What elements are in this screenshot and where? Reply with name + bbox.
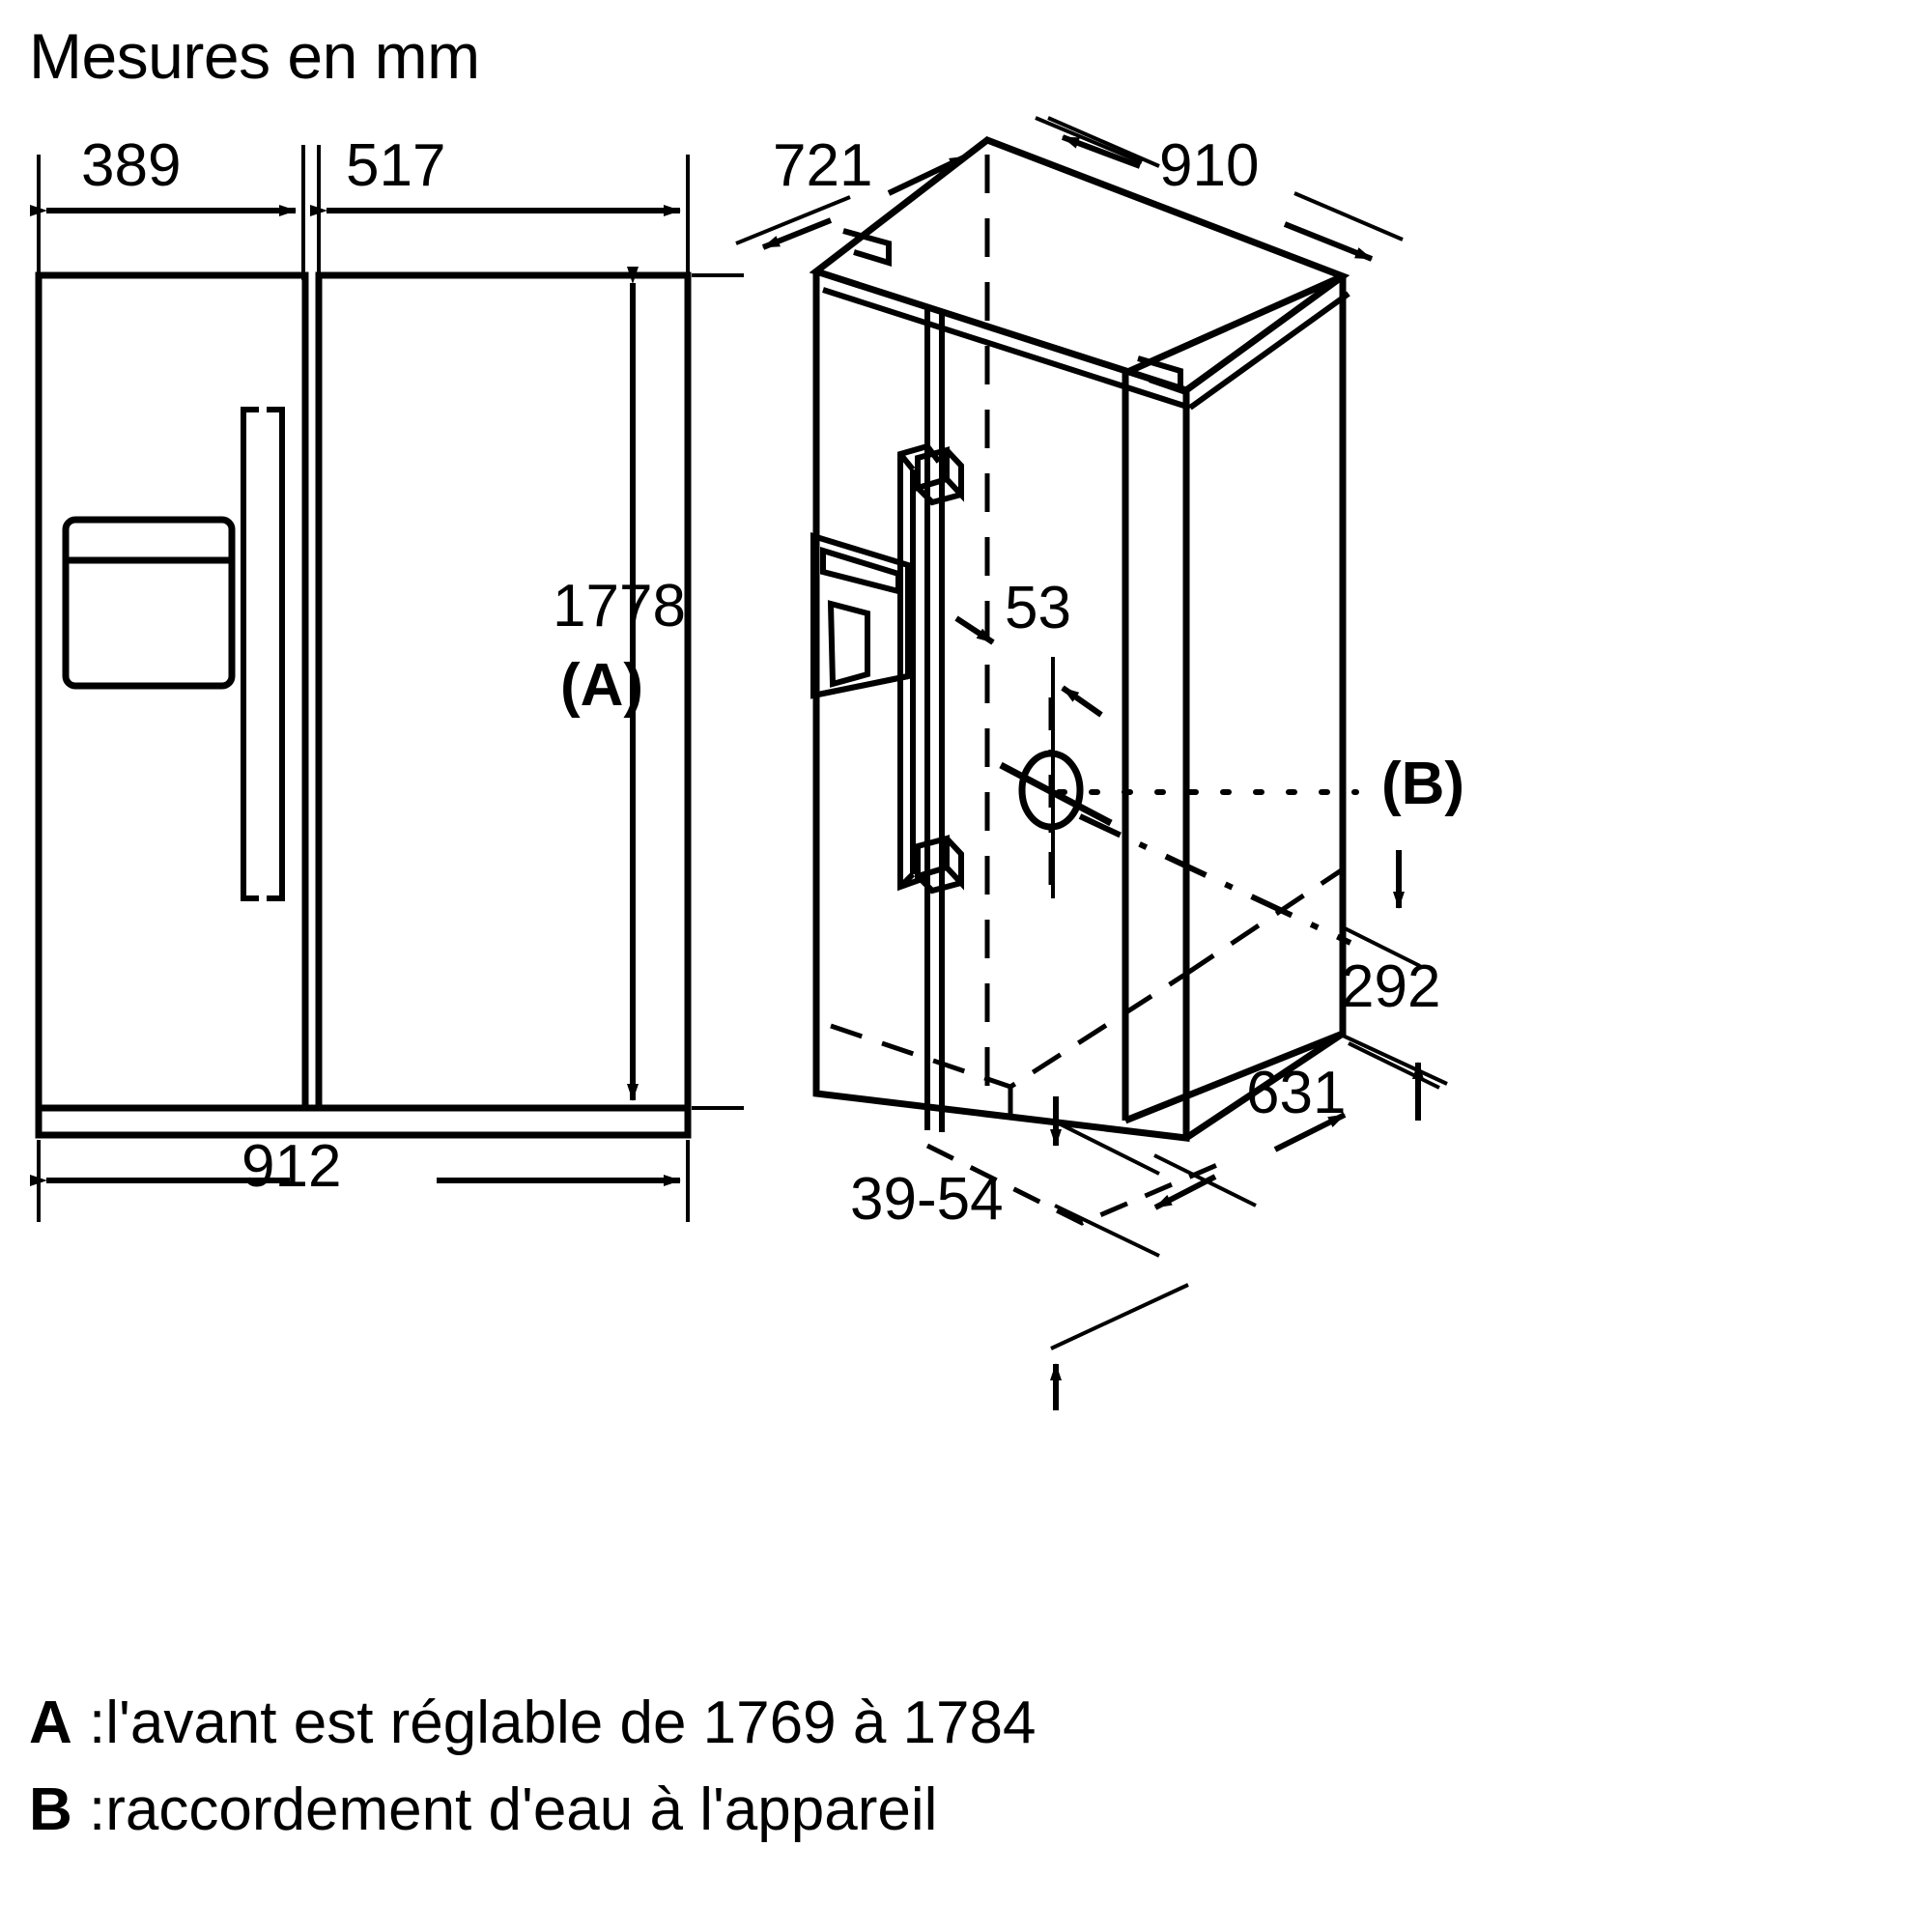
dim-label-910: 910 xyxy=(1159,132,1260,199)
front-handle-right xyxy=(267,407,285,901)
iso-right-face xyxy=(1122,276,1347,1141)
iso-hinge-notch-right xyxy=(1137,355,1183,395)
page-title: Mesures en mm xyxy=(29,20,480,92)
dim-label-517: 517 xyxy=(346,132,446,199)
iso-door-division xyxy=(924,307,945,1132)
iso-top-lip xyxy=(815,269,1350,411)
iso-handle-mount-bottom xyxy=(915,835,964,895)
dim-631-line xyxy=(1153,1112,1347,1210)
front-dispenser xyxy=(62,516,236,690)
iso-front-left-face xyxy=(812,271,1190,1142)
dim-label-1778-ref: (A) xyxy=(560,652,644,719)
dim-3954-witness xyxy=(1052,1119,1160,1258)
dim-53-line-a xyxy=(954,615,995,645)
dim-label-389: 389 xyxy=(81,132,182,199)
dim-label-1778: 1778 xyxy=(553,573,686,639)
front-plinth xyxy=(35,1104,692,1139)
legend-text-b: :raccordement d'eau à l'appareil xyxy=(89,1776,938,1843)
legend-key-b: B xyxy=(29,1776,72,1843)
water-connection-chain-oblique xyxy=(1078,813,1352,946)
dim-label-292: 292 xyxy=(1341,953,1441,1020)
iso-right-side-panel xyxy=(1123,272,1345,1124)
legend-text-a: :l'avant est réglable de 1769 à 1784 xyxy=(89,1690,1037,1756)
iso-door-handle xyxy=(897,442,942,892)
dim-label-39-54: 39-54 xyxy=(850,1166,1004,1233)
water-connection-crossline xyxy=(999,761,1113,827)
front-width-witness xyxy=(37,1140,690,1222)
iso-top-face xyxy=(809,136,1350,394)
front-handle-left xyxy=(241,407,259,901)
dim-label-631: 631 xyxy=(1246,1060,1347,1126)
dim-label-721: 721 xyxy=(773,132,873,199)
dim-label-water-connection-ref: (B) xyxy=(1381,751,1465,817)
dim-53-line-b xyxy=(1061,685,1103,718)
dim-3954-witness-2 xyxy=(1050,1283,1189,1350)
water-connection-circle xyxy=(1018,750,1084,831)
legend-key-a: A xyxy=(29,1690,72,1756)
front-height-witness xyxy=(692,273,744,1110)
dim-label-912: 912 xyxy=(242,1133,342,1200)
legend-row-b: B :raccordement d'eau à l'appareil xyxy=(29,1776,937,1844)
legend-row-a: A :l'avant est réglable de 1769 à 1784 xyxy=(29,1689,1036,1757)
iso-dispenser xyxy=(810,531,911,699)
iso-hinge-notch-left xyxy=(842,228,892,268)
dim-label-53: 53 xyxy=(1005,575,1071,641)
front-door-left xyxy=(35,271,309,1112)
iso-handle-mount-top xyxy=(915,446,964,506)
